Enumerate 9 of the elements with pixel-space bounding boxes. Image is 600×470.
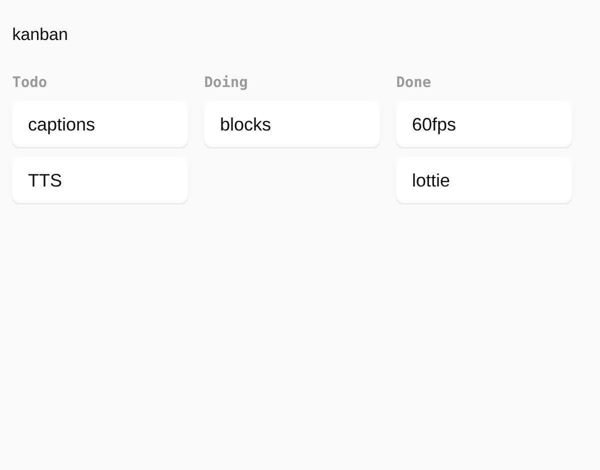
column-heading: Doing — [205, 75, 247, 90]
card: captions — [12, 101, 188, 149]
title: kanban — [13, 28, 67, 40]
card: TTS — [12, 157, 188, 205]
card: lottie — [396, 157, 572, 205]
card: blocks — [204, 101, 380, 149]
column-heading: Done — [397, 76, 431, 88]
card: 60fps — [396, 101, 572, 149]
column-heading: Todo — [12, 76, 46, 88]
